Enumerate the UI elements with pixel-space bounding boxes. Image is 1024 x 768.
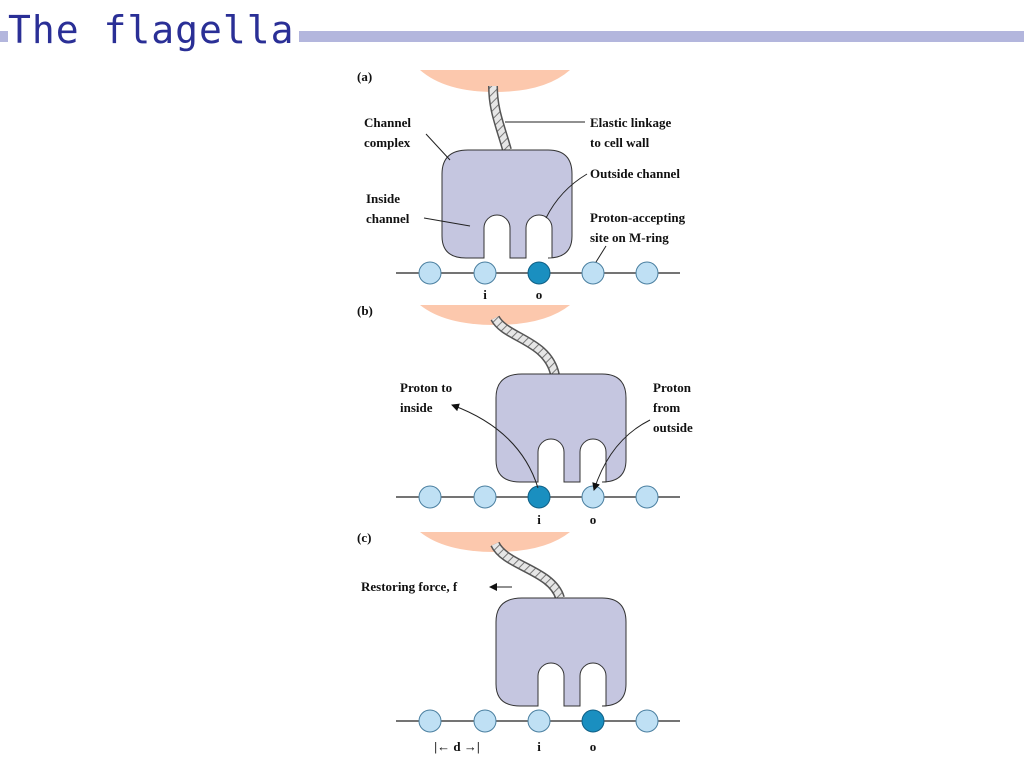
panel-a-site-o-label: o (536, 287, 543, 302)
panel-a-site-i-label: i (483, 287, 487, 302)
panel-c-site-5 (635, 709, 659, 733)
panel-a-elastic-linkage (488, 85, 512, 152)
panel-a-site-4 (581, 261, 605, 285)
panel-b-site-o-label: o (590, 512, 597, 527)
panel-a-site-2 (473, 261, 497, 285)
panel-a-channel-complex-leader (425, 133, 451, 161)
panel-b-channel-complex (495, 373, 627, 483)
panel-a-proton-accepting-site-leader (595, 245, 607, 263)
panel-b-site-5 (635, 485, 659, 509)
panel-a-elastic-linkage-label: Elastic linkage to cell wall (590, 115, 675, 150)
panel-b-elastic-linkage (490, 315, 560, 377)
panel-c-site-1 (418, 709, 442, 733)
panel-a-site-1 (418, 261, 442, 285)
panel-b-site-3-occupied (527, 485, 551, 509)
panel-b-site-i-label: i (537, 512, 541, 527)
panel-c-elastic-linkage (490, 541, 565, 600)
panel-a-proton-accepting-site-label: Proton-accepting site on M-ring (590, 210, 688, 245)
panel-a-tag: (a) (357, 69, 372, 84)
panel-a-site-5 (635, 261, 659, 285)
panel-b-proton-from-outside-arrow (592, 419, 651, 491)
panel-b-site-4 (581, 485, 605, 509)
panel-b-cell-wall (420, 305, 570, 325)
panel-c-channel-complex (495, 597, 627, 707)
panel-c-site-4-occupied (581, 709, 605, 733)
panel-c-cell-wall (420, 532, 570, 552)
panel-b-proton-to-inside-label: Proton to inside (400, 380, 455, 415)
panel-b-tag: (b) (357, 303, 373, 318)
panel-a-site-3-occupied (527, 261, 551, 285)
panel-b-site-2 (473, 485, 497, 509)
panel-b: (b) i o Proton to inside Proton from out… (357, 303, 694, 527)
panel-a-outside-channel-leader (545, 173, 588, 219)
panel-c-site-2 (473, 709, 497, 733)
panel-a: (a) i o Channel complex Elastic linkage … (357, 69, 688, 302)
title-rule (0, 31, 1024, 42)
panel-c-sites (418, 709, 659, 733)
panel-b-proton-to-inside-arrow (451, 403, 539, 489)
panel-b-proton-from-outside-label: Proton from outside (653, 380, 694, 435)
panel-c-site-o-label: o (590, 739, 597, 754)
slide-title: The flagella (8, 6, 299, 54)
panel-c-site-3 (527, 709, 551, 733)
panel-b-site-1 (418, 485, 442, 509)
panel-c: (c) i o |← d →| Restoring force, f (357, 530, 680, 754)
panel-a-channel-complex-label: Channel complex (364, 115, 414, 150)
panel-a-outside-channel-label: Outside channel (590, 166, 680, 181)
panel-a-sites (418, 261, 659, 285)
panel-a-inside-channel-leader (423, 217, 471, 227)
panel-c-tag: (c) (357, 530, 371, 545)
panel-a-cell-wall (420, 70, 570, 92)
panel-b-sites (418, 485, 659, 509)
panel-c-spacing-label: |← d →| (434, 739, 479, 754)
panel-a-inside-channel-label: Inside channel (366, 191, 410, 226)
panel-c-site-i-label: i (537, 739, 541, 754)
panel-a-channel-complex (441, 149, 573, 259)
panel-c-restoring-force-label: Restoring force, f (361, 579, 458, 594)
